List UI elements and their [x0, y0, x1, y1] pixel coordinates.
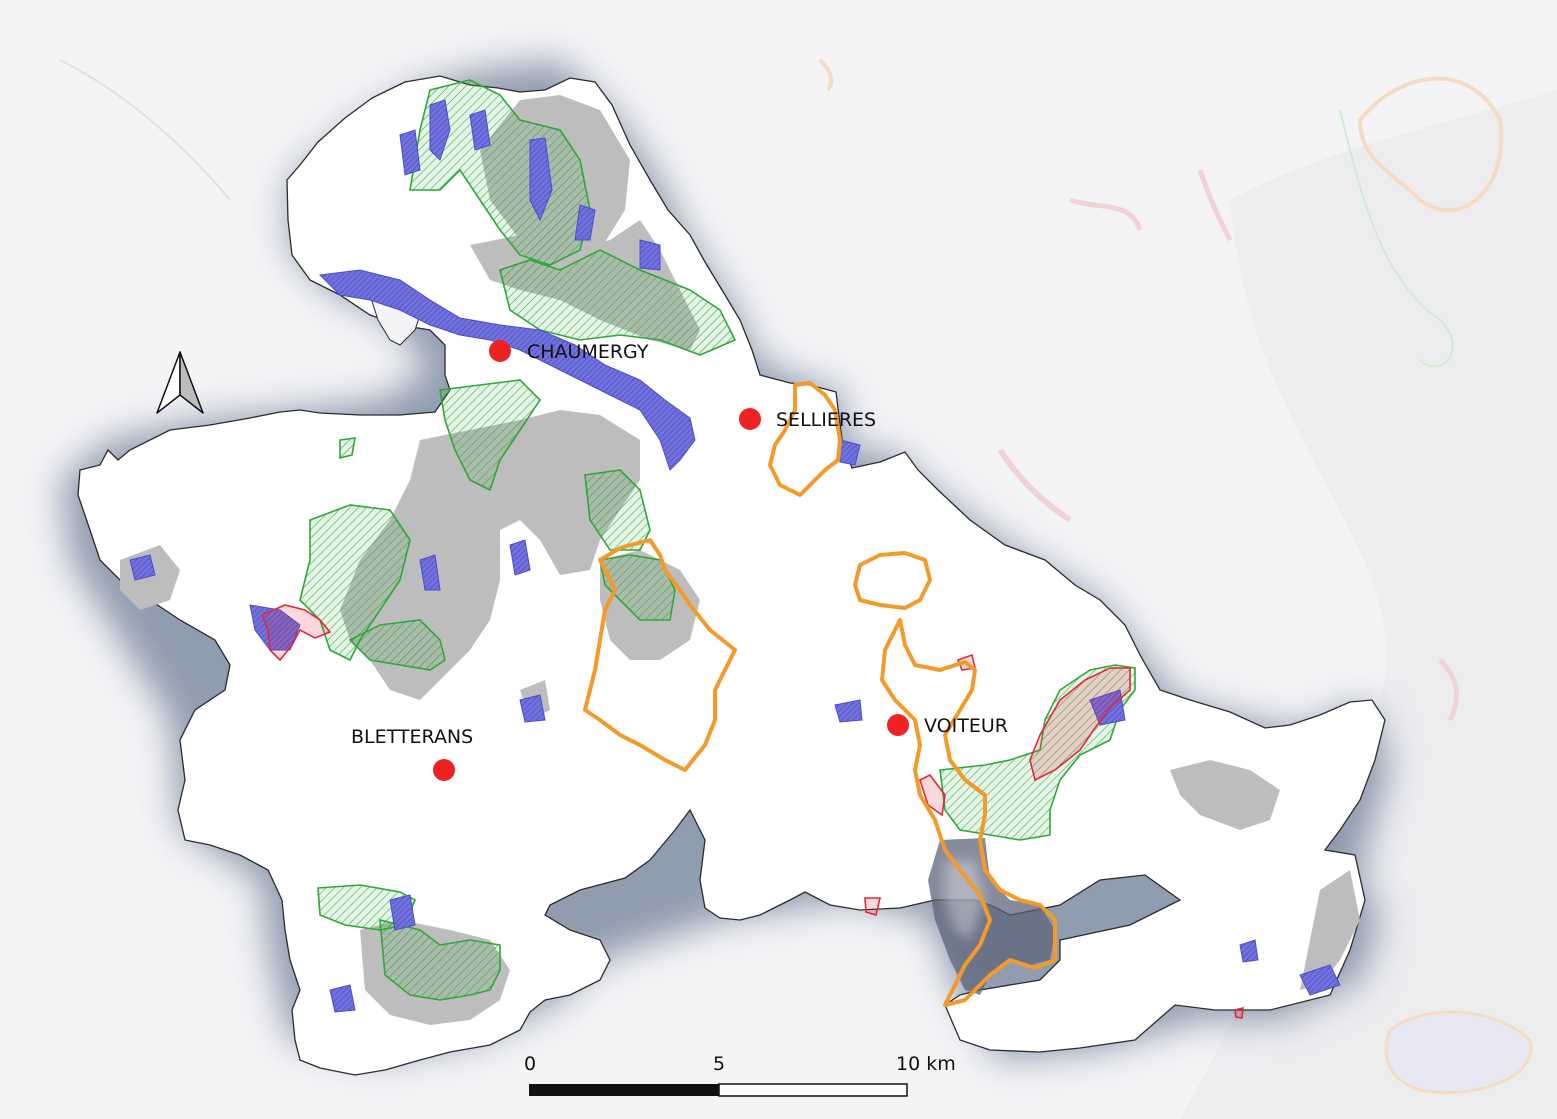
north-arrow-icon — [156, 351, 204, 414]
town-label-chaumergy: CHAUMERGY — [527, 341, 649, 363]
town-markers: CHAUMERGY SELLIERES BLETTERANS VOITEUR — [351, 340, 1008, 781]
town-label-voiteur: VOITEUR — [924, 715, 1008, 737]
town-label-sellieres: SELLIERES — [776, 409, 876, 431]
water-layer — [129, 99, 1341, 1013]
town-dot-voiteur[interactable] — [887, 714, 909, 736]
town-label-bletterans: BLETTERANS — [351, 726, 473, 748]
scale-bar: 0 5 10 km — [524, 1053, 956, 1097]
background-context-layer — [59, 58, 1557, 1119]
scale-label-0: 0 — [524, 1053, 536, 1075]
slate-zone-glow — [945, 860, 985, 940]
red-zone-layer — [260, 604, 1244, 1019]
natura-layer — [299, 79, 1136, 1001]
town-dot-chaumergy[interactable] — [489, 340, 511, 362]
orange-zone-layer — [583, 381, 1057, 1007]
town-dot-bletterans[interactable] — [433, 759, 455, 781]
scale-bar-white-segment — [718, 1083, 908, 1097]
scale-label-5: 5 — [713, 1053, 725, 1075]
scale-label-10km: 10 km — [896, 1053, 956, 1075]
town-dot-sellieres[interactable] — [739, 408, 761, 430]
scale-bar-black-segment — [529, 1084, 719, 1096]
